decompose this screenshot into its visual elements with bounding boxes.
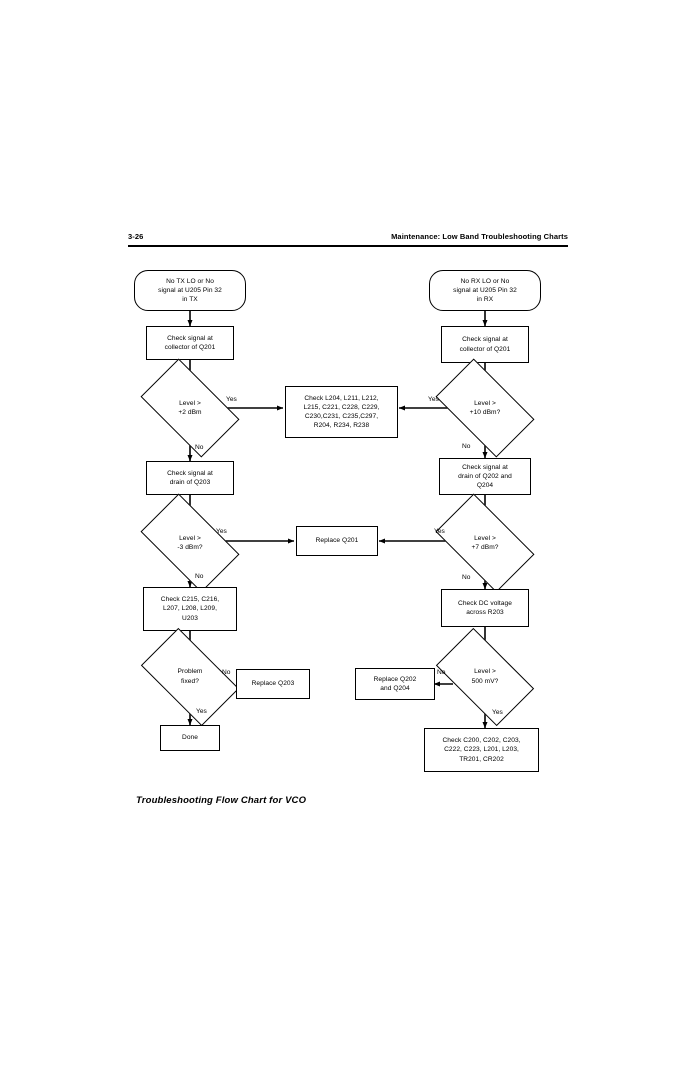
header-rule bbox=[128, 245, 568, 247]
node-rx-check-dc-voltage: Check DC voltage across R203 bbox=[441, 589, 529, 627]
edge-label-rx-level500-yes: Yes bbox=[492, 709, 503, 716]
node-label: Check signal at collector of Q201 bbox=[459, 336, 511, 353]
node-label: Check signal at drain of Q203 bbox=[167, 469, 213, 486]
node-rx-level-500mv: Level > 500 mV? bbox=[435, 627, 535, 726]
header-title: Maintenance: Low Band Troubleshooting Ch… bbox=[391, 232, 568, 241]
node-label: Level > +7 dBm? bbox=[471, 534, 499, 551]
node-label: Replace Q202 and Q204 bbox=[373, 675, 417, 692]
node-replace-q202-q204: Replace Q202 and Q204 bbox=[355, 668, 435, 700]
node-label: Level > -3 dBm? bbox=[177, 534, 203, 551]
edge-label-tx-level2-yes: Yes bbox=[226, 396, 237, 403]
edge-label-rx-level10-yes: Yes bbox=[428, 396, 439, 403]
node-tx-start: No TX LO or No signal at U205 Pin 32 in … bbox=[134, 270, 246, 311]
edge-label-rx-level10-no: No bbox=[462, 443, 471, 450]
edge-label-tx-levelm3-yes: Yes bbox=[216, 528, 227, 535]
node-label: Check L204, L211, L212, L215, C221, C228… bbox=[303, 394, 380, 430]
node-tx-check-drain-q203: Check signal at drain of Q203 bbox=[146, 461, 234, 495]
edge-label-tx-levelm3-no: No bbox=[195, 573, 204, 580]
node-tx-check-parts: Check C215, C216, L207, L208, L209, U203 bbox=[143, 587, 237, 631]
node-label: Replace Q201 bbox=[315, 537, 359, 545]
node-rx-level-plus10dbm: Level > +10 dBm? bbox=[435, 358, 535, 458]
node-label: No RX LO or No signal at U205 Pin 32 in … bbox=[453, 277, 517, 304]
node-replace-q201: Replace Q201 bbox=[296, 526, 378, 556]
page-header: 3-26 Maintenance: Low Band Troubleshooti… bbox=[128, 232, 568, 250]
node-label: Level > +10 dBm? bbox=[469, 399, 501, 416]
node-label: Check signal at collector of Q201 bbox=[164, 334, 216, 351]
node-label: Check C215, C216, L207, L208, L209, U203 bbox=[160, 596, 220, 622]
node-label: Check signal at drain of Q202 and Q204 bbox=[458, 463, 512, 490]
page-number: 3-26 bbox=[128, 232, 144, 241]
node-shared-check-parts: Check L204, L211, L212, L215, C221, C228… bbox=[285, 386, 398, 438]
edge-label-tx-level2-no: No bbox=[195, 444, 204, 451]
node-label: No TX LO or No signal at U205 Pin 32 in … bbox=[158, 277, 222, 304]
node-rx-check-parts: Check C200, C202, C203, C222, C223, L201… bbox=[424, 728, 539, 772]
node-tx-level-minus3dbm: Level > -3 dBm? bbox=[140, 493, 240, 593]
node-label: Level > 500 mV? bbox=[471, 668, 499, 685]
node-label: Check DC voltage across R203 bbox=[458, 599, 512, 616]
node-label: Level > +2 dBm bbox=[178, 399, 202, 416]
node-rx-start: No RX LO or No signal at U205 Pin 32 in … bbox=[429, 270, 541, 311]
node-tx-problem-fixed: Problem fixed? bbox=[140, 627, 240, 726]
node-label: Check C200, C202, C203, C222, C223, L201… bbox=[442, 737, 521, 763]
node-rx-check-drain-q202-q204: Check signal at drain of Q202 and Q204 bbox=[439, 458, 531, 495]
edge-label-rx-level7-yes: Yes bbox=[434, 528, 445, 535]
node-tx-level-plus2dbm: Level > +2 dBm bbox=[140, 358, 240, 458]
figure-caption: Troubleshooting Flow Chart for VCO bbox=[136, 795, 307, 806]
node-label: Done bbox=[182, 734, 198, 742]
node-replace-q203: Replace Q203 bbox=[236, 669, 310, 699]
node-rx-check-collector-q201: Check signal at collector of Q201 bbox=[441, 326, 529, 363]
node-label: Replace Q203 bbox=[251, 680, 295, 688]
node-rx-level-plus7dbm: Level > +7 dBm? bbox=[435, 493, 535, 593]
node-done: Done bbox=[160, 725, 220, 751]
edge-label-rx-level500-no: No bbox=[437, 669, 446, 676]
node-tx-check-collector-q201: Check signal at collector of Q201 bbox=[146, 326, 234, 360]
edge-label-tx-problem-no: No bbox=[222, 669, 231, 676]
edge-label-rx-level7-no: No bbox=[462, 574, 471, 581]
node-label: Problem fixed? bbox=[177, 668, 203, 685]
edge-label-tx-problem-yes: Yes bbox=[196, 708, 207, 715]
